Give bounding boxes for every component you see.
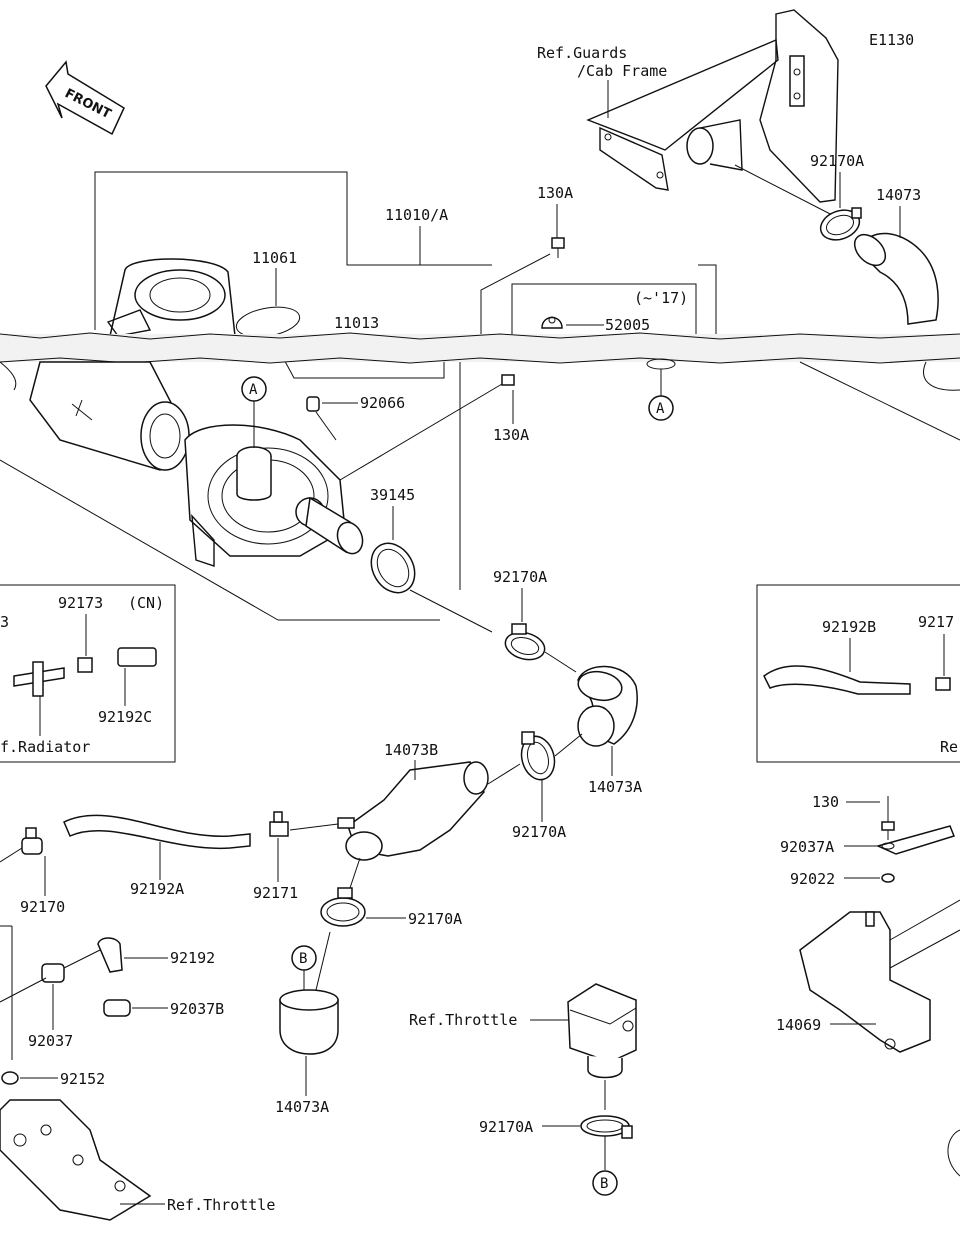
- part-14073A-a: 14073A: [588, 778, 642, 796]
- part-92192A: 92192A: [130, 880, 184, 898]
- part-92170A-c: 92170A: [408, 910, 462, 928]
- callout-B-left: B: [291, 945, 317, 990]
- part-92192C: 92192C: [98, 708, 152, 726]
- front-arrow-icon: FRONT: [45, 60, 125, 136]
- part-92022: 92022: [790, 870, 835, 888]
- y-pipe-14073B: [337, 761, 489, 861]
- part-92037: 92037: [28, 1032, 73, 1050]
- part-9217x: 9217: [918, 613, 954, 631]
- part-92192: 92192: [170, 949, 215, 967]
- callout-A-left: A: [241, 376, 267, 448]
- hose-clamp-92170A-d: [580, 1115, 633, 1139]
- elbow-hose-14073A-a: [577, 665, 638, 747]
- part-11010A: 11010/A: [385, 206, 448, 224]
- throttle-body-bottom: [0, 1099, 152, 1221]
- hose-92192B: [763, 665, 951, 695]
- clip-52005: [541, 316, 563, 329]
- part-14073A-b: 14073A: [275, 1098, 329, 1116]
- callout-B-bottom: B: [592, 1170, 618, 1196]
- part-3: 3: [0, 613, 9, 631]
- air-cleaner-body: [184, 424, 364, 567]
- hose-clamp-92170A-c: [320, 887, 366, 927]
- bracket-14069: [799, 899, 960, 1053]
- hose-clamp-92170A-top: [819, 207, 862, 241]
- ref-guards-label: Ref.Guards: [537, 44, 627, 62]
- part-14073-top: 14073: [876, 186, 921, 204]
- tee-fitting-cn: [13, 647, 157, 697]
- diagram-code: E1130: [869, 31, 914, 49]
- clamp-92037: [41, 963, 65, 983]
- part-92170A-b: 92170A: [512, 823, 566, 841]
- ref-right-edge-label: Re: [940, 738, 958, 756]
- hose-14073-top: [853, 232, 939, 325]
- hose-92192A: [63, 814, 251, 850]
- part-92170A-a: 92170A: [493, 568, 547, 586]
- cab-frame-bracket: [586, 9, 839, 219]
- ref-radiator-label: f.Radiator: [0, 738, 90, 756]
- part-130A-top: 130A: [537, 184, 573, 202]
- bolt-130A-top: [551, 237, 565, 258]
- part-92171: 92171: [253, 884, 298, 902]
- part-92152: 92152: [60, 1070, 105, 1088]
- part-92066: 92066: [360, 394, 405, 412]
- grommet-92066: [306, 396, 320, 412]
- callout-B-left-label: B: [299, 951, 307, 967]
- ref-throttle-bottom-label: Ref.Throttle: [167, 1196, 275, 1214]
- washer-92022: [881, 873, 895, 883]
- part-11013: 11013: [334, 314, 379, 332]
- hose-14073A-b: [279, 989, 339, 1055]
- callout-A-right-label: A: [656, 401, 665, 417]
- ring-39145: [370, 542, 416, 594]
- part-92192B: 92192B: [822, 618, 876, 636]
- part-39145: 39145: [370, 486, 415, 504]
- part-14073B: 14073B: [384, 741, 438, 759]
- part-92037A: 92037A: [780, 838, 834, 856]
- note-cn: (CN): [128, 594, 164, 612]
- throttle-body-mid: [567, 983, 637, 1079]
- hose-clamp-92170A-b: [520, 731, 556, 781]
- ref-throttle-mid-label: Ref.Throttle: [409, 1011, 517, 1029]
- part-92170A-d: 92170A: [479, 1118, 533, 1136]
- strap-92037A: [875, 825, 955, 855]
- part-92170A-top: 92170A: [810, 152, 864, 170]
- clamp-92037B: [103, 999, 131, 1017]
- hose-clamp-92170A-a: [504, 623, 546, 661]
- callout-B-bottom-label: B: [600, 1176, 608, 1192]
- ref-cab-frame-label: /Cab Frame: [577, 62, 667, 80]
- air-cleaner-cover: [106, 258, 236, 337]
- washer-92152: [1, 1071, 19, 1085]
- part-52005: 52005: [605, 316, 650, 334]
- part-130A-mid: 130A: [493, 426, 529, 444]
- part-11061: 11061: [252, 249, 297, 267]
- bolt-130: [881, 821, 895, 840]
- elbow-92192: [97, 937, 123, 973]
- part-130: 130: [812, 793, 839, 811]
- air-filter-element: [0, 361, 190, 471]
- part-92037B: 92037B: [170, 1000, 224, 1018]
- scan-gap-band: [0, 332, 960, 364]
- part-92173: 92173: [58, 594, 103, 612]
- note-year: (~'17): [634, 289, 688, 307]
- clamp-92170-left: [21, 827, 43, 855]
- part-92170: 92170: [20, 898, 65, 916]
- callout-A-right: A: [646, 358, 676, 421]
- part-14069: 14069: [776, 1016, 821, 1034]
- clamp-92171: [269, 811, 289, 837]
- callout-A-left-label: A: [249, 382, 258, 398]
- bolt-130A-mid: [501, 374, 515, 386]
